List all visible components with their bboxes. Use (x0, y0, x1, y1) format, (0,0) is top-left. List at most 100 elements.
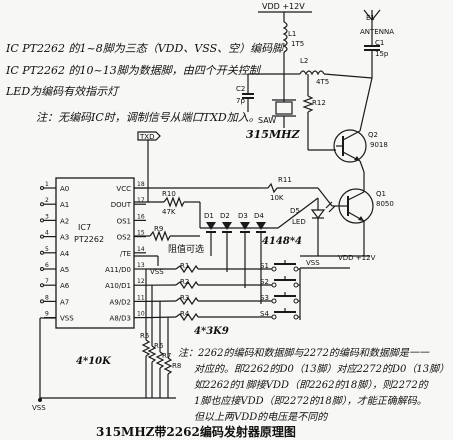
resistor-r2 (175, 280, 199, 290)
ic-left-pin-number: 9 (45, 311, 49, 318)
antenna-symbol (363, 9, 381, 38)
diodes-label: 4148*4 (262, 236, 302, 247)
s2-label: S2 (260, 278, 269, 286)
q2-model: 9018 (370, 141, 388, 149)
switch-contact (293, 266, 299, 272)
ic-left-pin-number: 3 (45, 213, 49, 220)
r5-label: R5 (140, 332, 149, 340)
d4-label: D4 (254, 212, 264, 220)
resistor-r4 (175, 312, 199, 322)
ic7-name: IC7 (78, 223, 91, 232)
ic-right-pin-label: A8/D3 (110, 315, 131, 323)
led-label: LED (292, 218, 306, 226)
ic-left-pin-number: 2 (45, 197, 49, 204)
data-switch-rows (145, 260, 300, 322)
ic-left-pin-terminal (40, 234, 44, 239)
ic-left-pin-label: A7 (60, 298, 69, 306)
pulldown-resistors (141, 269, 173, 398)
r-3k9-label: 4*3K9 (194, 326, 229, 337)
ic-left-pin-terminal (40, 267, 44, 271)
resistor-r3 (175, 296, 199, 306)
l2-coil (284, 70, 373, 79)
diode-d1 (206, 222, 216, 230)
r11-resistor (258, 182, 333, 207)
d3-label: D3 (238, 212, 248, 220)
r10-resistor (134, 196, 201, 228)
bottom-note-5: 但以上两VDD的电压是不同的 (194, 411, 328, 423)
note-line-3: LED为编码有效指示灯 (5, 85, 120, 98)
bottom-note-4: 1脚也应接VDD（即2272的18脚），才能正确解码。 (194, 395, 427, 407)
ic-left-pin-label: A1 (60, 201, 69, 209)
diode-array (200, 197, 319, 304)
caption: 315MHZ带2262编码发射器原理图 (96, 424, 296, 439)
l1-turns: 1T5 (291, 40, 304, 48)
switch-contact (271, 298, 277, 304)
resistor-r5 (141, 339, 151, 357)
r11-label: R11 (278, 176, 292, 184)
r1-label: R1 (180, 262, 189, 270)
diode-d2 (222, 222, 232, 230)
freq-label: 315MHZ (246, 128, 301, 141)
ic-left-pin-terminal (40, 299, 44, 304)
r12-label: R12 (312, 99, 326, 107)
note-line-1: IC PT2262 的1~8脚为三态（VDD、VSS、空）编码脚 (5, 42, 285, 55)
ic-right-pin-number: 10 (137, 311, 145, 318)
bottom-note-3: 如2262的1脚接VDD（即2262的18脚），则2272的 (194, 379, 429, 391)
ic-left-pin-label: VSS (60, 315, 74, 323)
antenna-label: ANTENNA (360, 28, 394, 36)
r3-label: R3 (180, 294, 189, 302)
c1-value: 15p (375, 50, 389, 58)
ic-left-pin-terminal (40, 283, 44, 288)
ic7-pins: A01A12A23A34A45A56A67A78VSS9VCC18DOUT17O… (40, 181, 146, 323)
vss-label-bottom: VSS (32, 404, 46, 412)
r10-label: R10 (162, 190, 176, 198)
ic-left-pin-label: A2 (60, 217, 69, 225)
d2-label: D2 (220, 212, 230, 220)
c1-label: C1 (375, 39, 384, 47)
ic-right-pin-label: OS2 (117, 234, 131, 242)
l1-label: L1 (288, 30, 296, 38)
switch-contact (293, 282, 299, 288)
r9-label: R9 (154, 225, 163, 233)
d1-label: D1 (204, 212, 214, 220)
ic-left-pin-number: 5 (45, 246, 49, 253)
saw-resonator (272, 74, 296, 128)
ic-right-pin-number: 18 (137, 181, 145, 188)
diode-to-led (277, 197, 319, 229)
ic-right-pin-label: A10/D1 (105, 282, 131, 290)
l2-label: L2 (300, 57, 308, 65)
s4-label: S4 (260, 310, 269, 318)
vss-label-right: VSS (306, 259, 320, 267)
r6-label: R6 (154, 342, 164, 350)
d5-label: D5 (290, 207, 300, 215)
ic-left-pin-terminal (40, 202, 44, 207)
ic-left-pin-number: 1 (45, 181, 49, 188)
resistor-r8 (163, 357, 173, 375)
ic-left-pin-terminal (40, 250, 44, 255)
ic-left-pin-label: A5 (60, 266, 69, 274)
r10-value: 47K (162, 208, 176, 216)
r11-value: 10K (270, 194, 284, 202)
ic-left-pin-label: A6 (60, 282, 70, 290)
ic7-model: PT2262 (74, 235, 104, 244)
ic-right-pin-label: A9/D2 (110, 298, 131, 306)
bottom-note-1: 注：2262的编码和数据脚与2272的编码和数据脚是一一 (178, 347, 430, 359)
ic-right-pin-number: 17 (137, 197, 145, 204)
bottom-note-2: 对应的。即2262的D0（13脚）对应2272的D0（13脚） (194, 363, 449, 375)
q2-transistor (333, 77, 373, 163)
ic-right-pin-number: 12 (137, 278, 145, 285)
r2-label: R2 (180, 278, 189, 286)
ic-left-pin-terminal (40, 186, 44, 190)
ic-right-pin-label: /TE (120, 250, 131, 258)
ic-right-pin-label: DOUT (111, 201, 132, 209)
r-10k-label: 4*10K (76, 356, 112, 367)
switch-contact (293, 314, 299, 320)
vss-label-mid: VSS (150, 268, 164, 276)
ic-right-pin-number: 16 (137, 213, 145, 220)
l2-turns: 4T5 (316, 78, 329, 86)
ic-right-pin-number: 15 (137, 230, 145, 237)
txd-port (137, 131, 161, 202)
ic-left-pin-label: A0 (60, 185, 69, 193)
r9-note: 阻值可选 (168, 243, 204, 255)
